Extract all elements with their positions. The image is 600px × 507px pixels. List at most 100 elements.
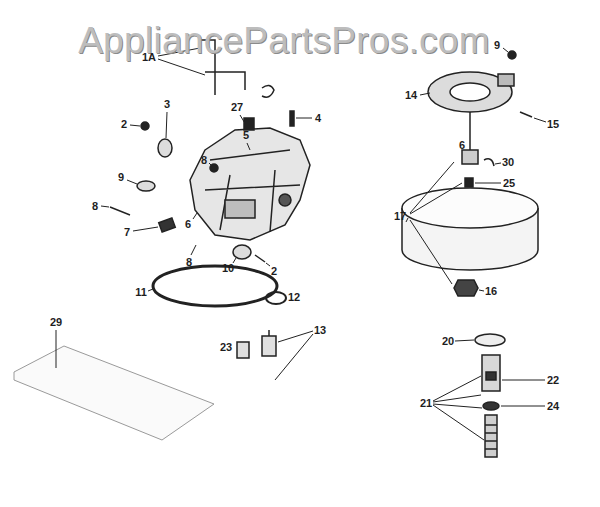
leader-lines-part — [101, 206, 109, 207]
callout-number: 14 — [405, 90, 417, 101]
carburetor-body-part — [225, 200, 255, 218]
float-bowl-parts-part — [462, 150, 478, 164]
float-bowl-parts-part — [450, 83, 490, 101]
float-bowl-parts-part — [484, 159, 494, 166]
small-parts-left-part — [233, 245, 251, 259]
callout-number: 27 — [231, 102, 243, 113]
leader-lines-part — [433, 404, 482, 408]
leader-lines-part — [158, 59, 205, 75]
leader-lines-part — [56, 330, 57, 368]
leader-lines-part — [130, 125, 140, 126]
mounting-plate-part — [14, 346, 214, 440]
gaskets-part — [266, 292, 286, 304]
leader-lines-part — [406, 218, 408, 222]
float-bowl-parts-part — [486, 372, 496, 380]
float-bowl-parts-part — [520, 112, 532, 117]
leader-lines-part — [433, 376, 481, 401]
carburetor-body — [190, 118, 310, 240]
small-parts-left-part — [159, 218, 176, 232]
carburetor-body-part — [205, 150, 300, 232]
leader-lines-part — [501, 406, 545, 407]
callout-number: 24 — [547, 401, 559, 412]
float-bowl-parts-part — [475, 334, 505, 346]
callout-number: 8 — [186, 257, 192, 268]
small-parts-left-part — [290, 111, 294, 126]
leader-lines — [56, 48, 546, 440]
leader-lines-part — [502, 380, 545, 381]
leader-lines-part — [420, 93, 430, 95]
float-bowl-parts — [402, 51, 538, 457]
leader-lines-part — [296, 118, 312, 119]
leader-lines-part — [479, 290, 484, 291]
jets-left-part — [262, 336, 276, 356]
small-parts-left-part — [255, 255, 265, 262]
leader-lines-part — [475, 183, 501, 184]
callout-number: 20 — [442, 336, 454, 347]
callout-number: 16 — [485, 286, 497, 297]
leader-lines-part — [503, 48, 508, 52]
leader-lines-part — [410, 162, 454, 213]
float-bowl-parts-part — [469, 112, 471, 150]
float-bowl-parts-part — [485, 425, 497, 449]
callout-number: 22 — [547, 375, 559, 386]
callout-number: 11 — [135, 287, 147, 298]
leader-lines-part — [495, 163, 501, 164]
mounting-plate — [14, 346, 214, 440]
carburetor-body-part — [190, 128, 310, 240]
float-bowl-parts-part — [482, 355, 500, 391]
leader-lines-part — [266, 263, 270, 266]
leader-lines-part — [148, 289, 153, 291]
callout-number: 23 — [220, 342, 232, 353]
small-parts-left-part — [137, 181, 155, 191]
leader-lines-part — [534, 118, 546, 122]
callout-number: 2 — [271, 266, 277, 277]
float-bowl-parts-part — [483, 402, 499, 410]
float-bowl-parts-part — [485, 415, 497, 457]
callout-number: 2 — [121, 119, 127, 130]
leader-lines-part — [133, 227, 158, 231]
leader-lines-part — [240, 115, 246, 125]
leader-lines-part — [433, 405, 484, 440]
float-bowl-parts-part — [402, 188, 538, 228]
small-parts-left-part — [141, 122, 149, 130]
leader-lines-part — [410, 183, 462, 214]
callout-number: 5 — [243, 130, 249, 141]
leader-lines-part — [275, 334, 313, 380]
callout-number: 13 — [314, 325, 326, 336]
watermark: AppliancePartsPros.com — [78, 22, 490, 59]
carburetor-body-part — [279, 194, 291, 206]
callout-number: 7 — [124, 227, 130, 238]
callout-number: 17 — [394, 211, 406, 222]
small-parts-left-part — [210, 164, 218, 172]
leader-lines-part — [209, 163, 211, 165]
float-bowl-parts-part — [454, 280, 478, 296]
jets-left-part — [268, 330, 270, 336]
float-bowl-parts-part — [508, 51, 516, 59]
small-parts-left-part — [110, 207, 130, 215]
throttle-shaft-part — [262, 85, 274, 97]
callout-number: 9 — [118, 172, 124, 183]
callout-number: 1A — [142, 52, 156, 63]
leader-lines-part — [410, 220, 452, 284]
callout-number: 12 — [288, 292, 300, 303]
callout-number: 21 — [420, 398, 432, 409]
callout-number: 6 — [459, 140, 465, 151]
leader-lines-part — [191, 245, 196, 255]
leader-lines-part — [193, 213, 197, 219]
gaskets-part — [153, 266, 277, 306]
small-parts-left-part — [158, 139, 172, 157]
callout-number: 6 — [185, 219, 191, 230]
callout-number: 30 — [502, 157, 514, 168]
callout-number: 3 — [164, 99, 170, 110]
callout-number: 25 — [503, 178, 515, 189]
leader-lines-part — [166, 112, 167, 138]
leader-lines-part — [127, 180, 137, 184]
leader-lines-part — [433, 395, 481, 402]
float-bowl-parts-part — [498, 74, 514, 86]
gaskets — [153, 266, 286, 306]
float-bowl-parts-part — [465, 178, 473, 187]
callout-number: 29 — [50, 317, 62, 328]
callout-number: 10 — [222, 263, 234, 274]
